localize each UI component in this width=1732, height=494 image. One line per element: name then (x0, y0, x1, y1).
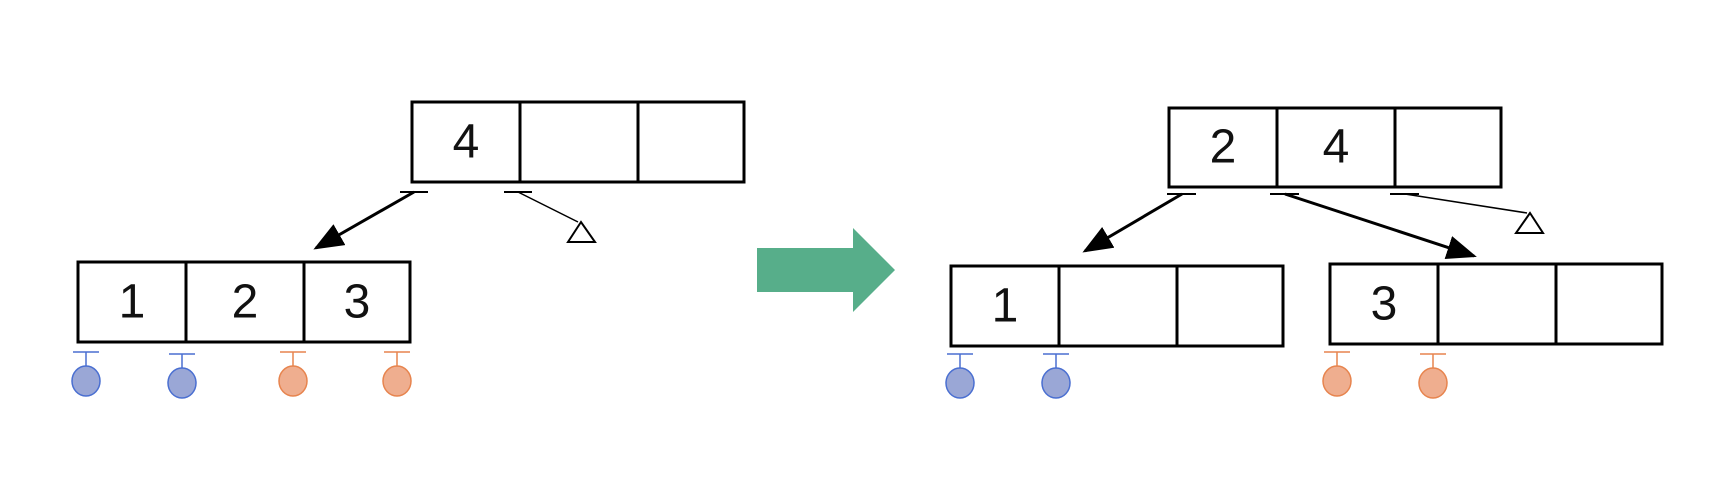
before-leaf-pointer-4 (382, 351, 412, 397)
before-leaf-pointer-1 (71, 351, 101, 397)
before-root-node: 4 (410, 100, 746, 184)
record-pointer-orange-icon (1322, 365, 1352, 397)
before-leaf-pointer-2 (167, 353, 197, 399)
after-left-leaf-pointer-1 (945, 353, 975, 399)
subtree-triangle-icon (566, 220, 597, 243)
record-pointer-blue-icon (1041, 367, 1071, 399)
record-pointer-orange-icon (1418, 367, 1448, 399)
before-root-key-1: 4 (453, 116, 480, 169)
after-right-leaf-pointer-2 (1418, 353, 1448, 399)
before-root-pointer-2 (504, 191, 597, 243)
record-pointer-blue-icon (945, 367, 975, 399)
before-root-pointer-1 (313, 190, 428, 250)
after-root-pointer-1 (1082, 192, 1196, 253)
before-leaf-pointer-3 (278, 351, 308, 397)
record-pointer-blue-icon (167, 367, 197, 399)
record-pointer-orange-icon (278, 365, 308, 397)
before-child-key-3: 3 (344, 276, 371, 329)
after-root-key-2: 4 (1323, 121, 1350, 174)
after-left-child-node: 1 (949, 264, 1285, 348)
after-right-leaf-pointer-1 (1322, 351, 1352, 397)
after-root-key-1: 2 (1210, 121, 1237, 174)
before-child-key-2: 2 (232, 276, 259, 329)
record-pointer-blue-icon (71, 365, 101, 397)
subtree-triangle-icon (1514, 211, 1545, 234)
record-pointer-orange-icon (382, 365, 412, 397)
after-tree: 2 4 1 (945, 106, 1664, 399)
after-right-child-key-1: 3 (1371, 278, 1398, 331)
after-root-pointer-2 (1270, 192, 1477, 259)
after-right-child-node: 3 (1328, 262, 1664, 346)
after-left-child-key-1: 1 (992, 280, 1019, 333)
before-child-key-1: 1 (119, 276, 146, 329)
after-root-pointer-3 (1390, 193, 1545, 234)
after-left-leaf-pointer-2 (1041, 353, 1071, 399)
before-tree: 4 1 2 3 (71, 100, 746, 399)
before-child-node: 1 2 3 (76, 260, 412, 344)
right-arrow-icon (757, 228, 895, 312)
after-root-node: 2 4 (1167, 106, 1503, 189)
